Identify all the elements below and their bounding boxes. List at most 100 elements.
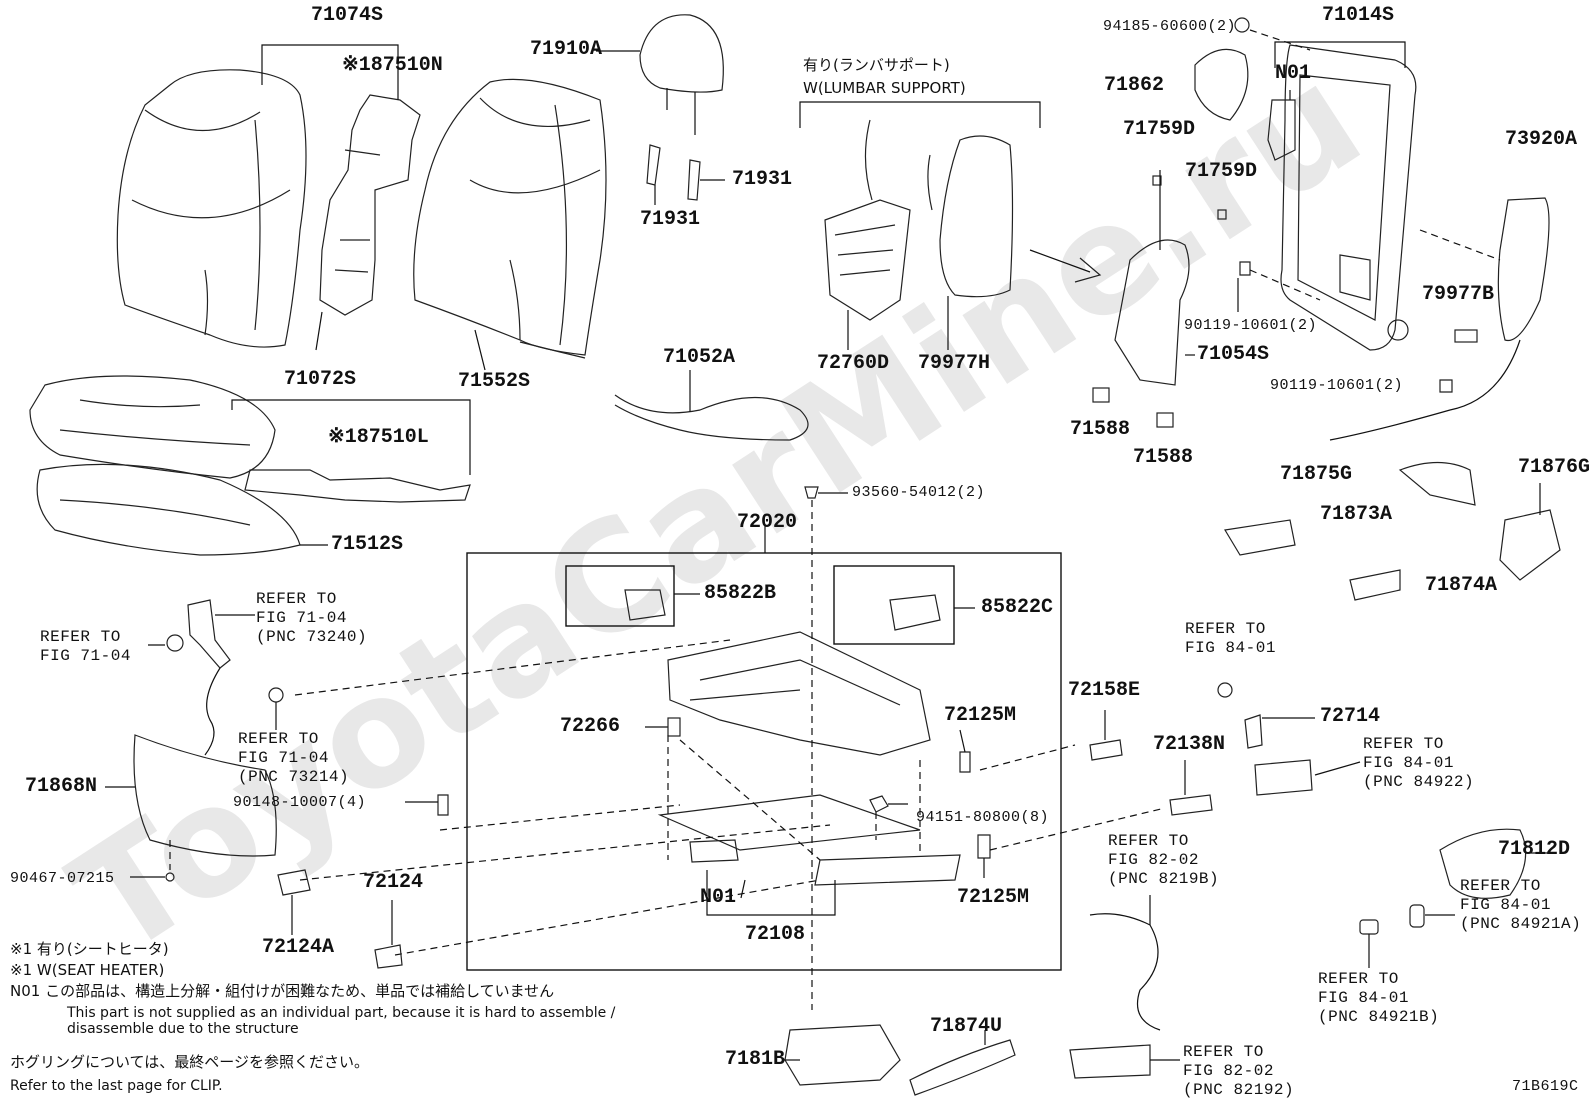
screw-icon xyxy=(1217,682,1233,698)
bracket-72125m-illustration xyxy=(959,751,971,773)
refer-fig-71-04-pnc-73240[interactable]: REFER TO FIG 71-04 (PNC 73240) xyxy=(256,590,368,646)
knob-84921b-icon xyxy=(1359,919,1379,935)
cover-72124-illustration xyxy=(374,944,403,969)
part-72138n-illustration xyxy=(1169,794,1213,816)
seatback-cover-illustration xyxy=(116,69,307,348)
seat-cushion-illustration xyxy=(29,375,301,556)
wire-8219b-illustration xyxy=(1089,913,1161,1031)
part-label-72760d[interactable]: 72760D xyxy=(817,352,890,375)
refer-fig-82-02-pnc-8219b[interactable]: REFER TO FIG 82-02 (PNC 8219B) xyxy=(1108,832,1220,888)
part-label-93560[interactable]: 93560-54012(2) xyxy=(852,484,986,501)
motor-85822b-illustration xyxy=(624,589,666,621)
refer-fig-84-01-pnc-84922[interactable]: REFER TO FIG 84-01 (PNC 84922) xyxy=(1363,735,1475,791)
cover-71875g-illustration xyxy=(1398,461,1476,506)
part-label-71875g[interactable]: 71875G xyxy=(1280,463,1353,486)
part-label-87510l[interactable]: ※187510L xyxy=(328,426,429,449)
switch-84922-illustration xyxy=(1254,759,1313,796)
part-label-n01-bottom[interactable]: N01 xyxy=(700,886,737,909)
side-airbag-illustration xyxy=(1497,197,1550,342)
part-label-71588[interactable]: 71588 xyxy=(1070,418,1131,441)
part-label-72108[interactable]: 72108 xyxy=(745,923,806,946)
note-n01-en-line2: disassemble due to the structure xyxy=(67,1021,299,1037)
refer-fig-82-02-pnc-82192[interactable]: REFER TO FIG 82-02 (PNC 82192) xyxy=(1183,1043,1295,1099)
part-label-71074s[interactable]: 71074S xyxy=(311,4,384,27)
harness-71052a-illustration xyxy=(614,394,809,441)
bracket-72266-illustration xyxy=(667,717,681,737)
part-label-79977h[interactable]: 79977H xyxy=(918,352,991,375)
part-label-71876g[interactable]: 71876G xyxy=(1518,456,1591,479)
part-label-71868n[interactable]: 71868N xyxy=(25,775,98,798)
part-label-71873a[interactable]: 71873A xyxy=(1320,503,1393,526)
clip-71759d-icon xyxy=(1217,209,1227,220)
part-label-71512s[interactable]: 71512S xyxy=(331,533,404,556)
cover-71876g-illustration xyxy=(1499,509,1561,581)
part-label-7181b[interactable]: 7181B xyxy=(725,1048,786,1071)
shield-71868n-illustration xyxy=(133,734,277,857)
clip-71588-icon xyxy=(1092,387,1110,403)
part-label-85822c[interactable]: 85822C xyxy=(981,596,1054,619)
note-seat-heater-en: ※1 W(SEAT HEATER) xyxy=(10,961,165,979)
diagram-code: 71B619C xyxy=(1512,1078,1579,1095)
part-label-72158e[interactable]: 72158E xyxy=(1068,679,1141,702)
part-label-79977b[interactable]: 79977B xyxy=(1422,283,1495,306)
part-label-72714[interactable]: 72714 xyxy=(1320,705,1381,728)
bracket-72125m-illustration xyxy=(977,834,991,859)
nut-94151-icon xyxy=(869,795,889,813)
part-label-72266[interactable]: 72266 xyxy=(560,715,621,738)
part-label-71072s[interactable]: 71072S xyxy=(284,368,357,391)
part-label-72138n[interactable]: 72138N xyxy=(1153,733,1226,756)
part-label-90467[interactable]: 90467-07215 xyxy=(10,870,115,887)
refer-fig-71-04[interactable]: REFER TO FIG 71-04 xyxy=(40,628,131,665)
part-label-n01-top[interactable]: N01 xyxy=(1275,62,1312,85)
part-label-94185[interactable]: 94185-60600(2) xyxy=(1103,18,1237,35)
note-clip-jp: ホグリングについては、最終ページを参照ください。 xyxy=(10,1053,369,1071)
part-label-71874u[interactable]: 71874U xyxy=(930,1015,1003,1038)
refer-fig-84-01-pnc-84921a[interactable]: REFER TO FIG 84-01 (PNC 84921A) xyxy=(1460,877,1582,933)
part-label-72124[interactable]: 72124 xyxy=(363,871,424,894)
part-label-73920a[interactable]: 73920A xyxy=(1505,128,1578,151)
part-label-71759d[interactable]: 71759D xyxy=(1185,160,1258,183)
knob-84921a-icon xyxy=(1409,904,1425,928)
part-label-72124a[interactable]: 72124A xyxy=(262,936,335,959)
part-label-71014s[interactable]: 71014S xyxy=(1322,4,1395,27)
pad-79977b-icon xyxy=(1454,329,1478,343)
part-label-71588[interactable]: 71588 xyxy=(1133,446,1194,469)
seatback-heater-illustration xyxy=(315,94,421,351)
seat-adjuster-box xyxy=(466,552,1062,971)
bolt-93560-icon xyxy=(804,486,819,499)
part-label-85822b[interactable]: 85822B xyxy=(704,582,777,605)
part-label-71931[interactable]: 71931 xyxy=(732,168,793,191)
part-label-72125m[interactable]: 72125M xyxy=(944,704,1017,727)
seatback-pad-illustration xyxy=(413,78,607,359)
note-clip-en: Refer to the last page for CLIP. xyxy=(10,1078,223,1094)
part-label-71812d[interactable]: 71812D xyxy=(1498,838,1571,861)
seatback-frame-illustration xyxy=(1280,44,1417,351)
refer-fig-84-01-pnc-84921b[interactable]: REFER TO FIG 84-01 (PNC 84921B) xyxy=(1318,970,1440,1026)
lumbar-support-illustration xyxy=(824,119,1014,321)
nut-icon xyxy=(166,634,184,652)
part-label-90119-lower[interactable]: 90119-10601(2) xyxy=(1270,377,1404,394)
refer-fig-71-04-pnc-73214[interactable]: REFER TO FIG 71-04 (PNC 73214) xyxy=(238,730,350,786)
part-label-71054s[interactable]: 71054S xyxy=(1197,343,1270,366)
part-label-87510n[interactable]: ※187510N xyxy=(342,54,443,77)
part-label-72125m[interactable]: 72125M xyxy=(957,886,1030,909)
headrest-illustration xyxy=(639,14,724,201)
part-label-71552s[interactable]: 71552S xyxy=(458,370,531,393)
part-label-71874a[interactable]: 71874A xyxy=(1425,574,1498,597)
part-label-71759d[interactable]: 71759D xyxy=(1123,118,1196,141)
motor-85822b-box xyxy=(565,565,675,627)
cover-71873a-illustration xyxy=(1224,519,1296,556)
part-label-71910a[interactable]: 71910A xyxy=(530,38,603,61)
part-label-71862[interactable]: 71862 xyxy=(1104,74,1165,97)
motor-85822c-illustration xyxy=(889,594,941,631)
part-label-90119-upper[interactable]: 90119-10601(2) xyxy=(1184,317,1318,334)
refer-fig-84-01[interactable]: REFER TO FIG 84-01 xyxy=(1185,620,1276,657)
part-label-72020[interactable]: 72020 xyxy=(737,511,798,534)
n01-actuator-illustration xyxy=(1267,99,1296,161)
part-label-71931[interactable]: 71931 xyxy=(640,208,701,231)
part-label-90148[interactable]: 90148-10007(4) xyxy=(233,794,367,811)
part-label-71052a[interactable]: 71052A xyxy=(663,346,736,369)
part-label-94151[interactable]: 94151-80800(8) xyxy=(916,809,1050,826)
